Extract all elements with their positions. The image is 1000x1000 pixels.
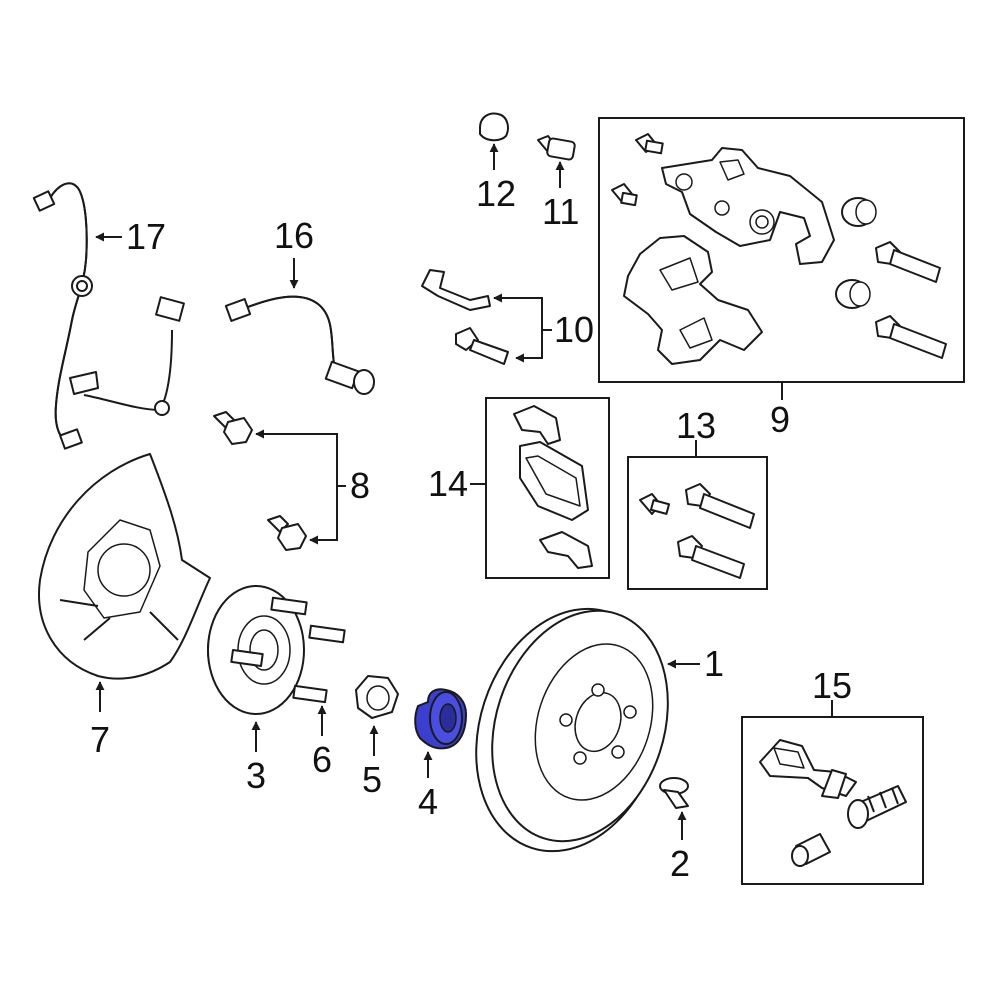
part-7-dust-shield[interactable] [38,453,211,680]
part-10-clip-and-bolt[interactable] [421,269,509,365]
callout-label-16: 16 [274,215,314,256]
part-9-caliper-assembly[interactable] [611,133,947,365]
part-14-brake-pads[interactable] [513,405,593,569]
callout-label-2: 2 [670,843,690,884]
callout-label-7: 7 [90,719,110,760]
callout-label-14: 14 [428,463,468,504]
callout-label-9: 9 [770,399,790,440]
part-1-brake-rotor[interactable] [446,584,696,875]
part-4-hub-seal-highlighted[interactable] [414,688,468,750]
part-14-group-box [485,397,610,579]
callout-label-12: 12 [476,173,516,214]
callout-label-8: 8 [350,465,370,506]
callout-label-10: 10 [554,309,594,350]
callout-label-6: 6 [312,739,332,780]
part-16-brake-hose[interactable] [224,295,375,395]
part-8-shield-bolts[interactable] [213,411,307,551]
part-17-abs-sensor-wire[interactable] [32,182,185,450]
callout-label-13: 13 [676,405,716,446]
part-5-hub-nut[interactable] [355,675,399,719]
callout-label-1: 1 [704,643,724,684]
part-6-wheel-studs[interactable] [230,596,346,704]
callout-label-5: 5 [362,759,382,800]
callout-label-17: 17 [126,216,166,257]
part-12-bleeder-cap[interactable] [479,112,509,142]
part-15-hardware-kit[interactable] [759,739,907,867]
part-2-rotor-screw[interactable] [659,777,689,809]
callout-line-8 [255,429,338,486]
callout-label-11: 11 [542,191,579,232]
callout-label-3: 3 [246,755,266,796]
callout-label-15: 15 [812,665,852,706]
part-13-group-box [627,456,768,590]
part-13-guide-pins[interactable] [639,483,755,579]
part-11-bleeder-screw[interactable] [537,135,576,161]
callout-line-10 [493,293,543,330]
callout-label-4: 4 [418,781,438,822]
